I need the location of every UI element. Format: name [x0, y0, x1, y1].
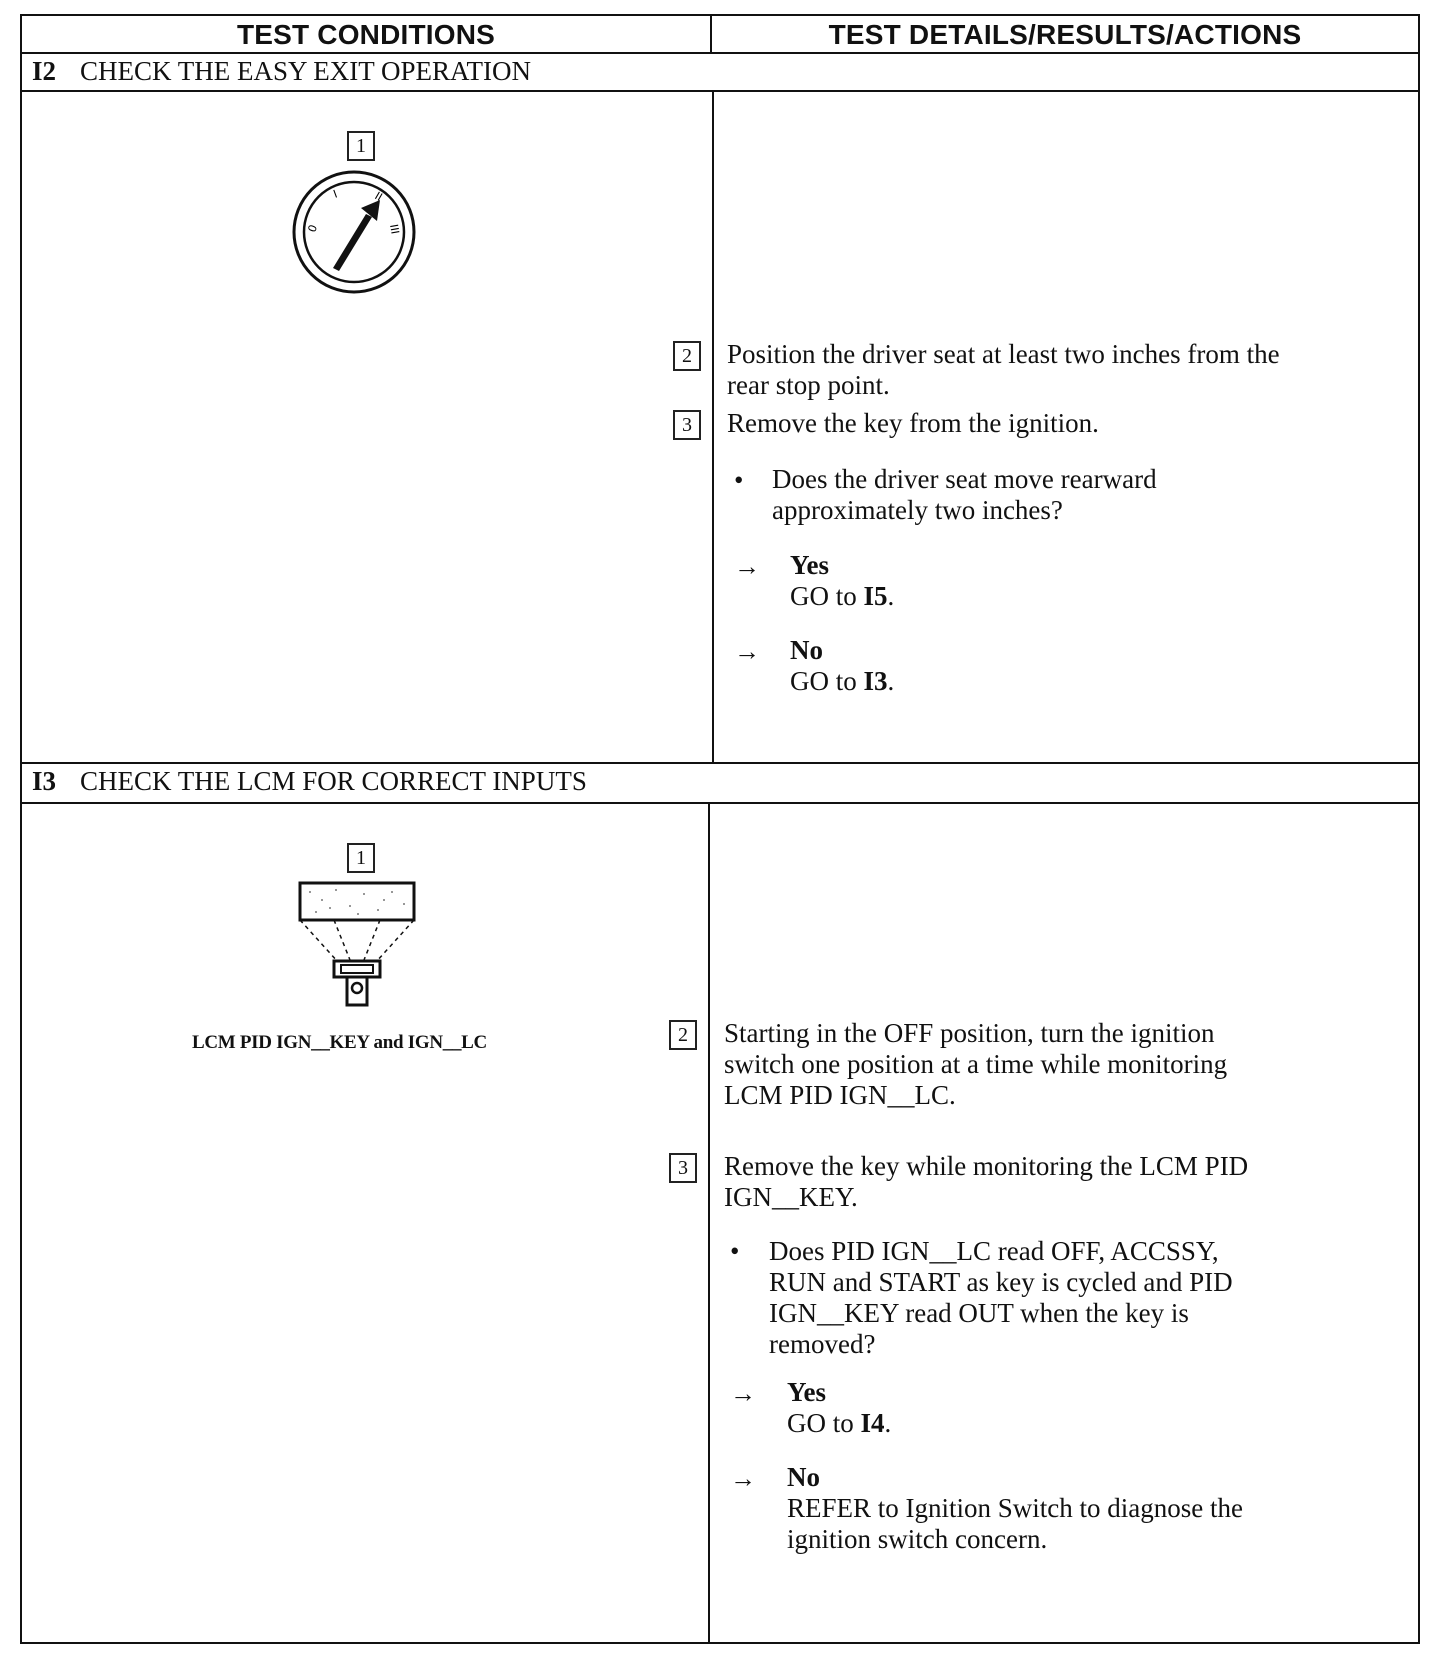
step-i3-caption: LCM PID IGN__KEY and IGN__LC	[192, 1032, 487, 1053]
step-i3-column-divider	[708, 802, 710, 1644]
step-i3-title-row: I3 CHECK THE LCM FOR CORRECT INPUTS	[32, 763, 587, 799]
step-i2-no: No GO to I3.	[790, 635, 895, 696]
step-i2-action-2: Position the driver seat at least two in…	[727, 339, 1280, 400]
step-i3-box-2: 2	[669, 1020, 697, 1050]
step-i3-no: No REFER to Ignition Switch to diagnose …	[787, 1462, 1243, 1554]
dial-label-off: 0	[305, 223, 320, 234]
step-i3-yes: Yes GO to I4.	[787, 1377, 892, 1438]
step-i2-title: CHECK THE EASY EXIT OPERATION	[80, 56, 531, 86]
step-i2-box-1: 1	[347, 131, 375, 161]
step-i3-action-2: Starting in the OFF position, turn the i…	[724, 1018, 1228, 1110]
step-i2-title-row: I2 CHECK THE EASY EXIT OPERATION	[32, 53, 531, 89]
ignition-dial-icon: 0 I II III	[292, 170, 416, 294]
arrow-right-icon: →	[730, 1379, 756, 1408]
step-i3-question: Does PID IGN__LC read OFF, ACCSSY, RUN a…	[769, 1236, 1233, 1359]
step-i3-top-divider	[22, 762, 1418, 764]
arrow-right-icon: →	[730, 1464, 756, 1493]
step-i2-box-3: 3	[673, 410, 701, 440]
dial-label-acc: I	[332, 187, 340, 200]
step-i3-box-3: 3	[669, 1153, 697, 1183]
step-i2-id: I2	[32, 56, 57, 86]
step-i3-title: CHECK THE LCM FOR CORRECT INPUTS	[80, 766, 587, 796]
bullet-icon: •	[730, 1236, 740, 1266]
header-divider	[22, 52, 1418, 54]
dial-label-start: III	[387, 223, 401, 235]
diagnostic-table: TEST CONDITIONS TEST DETAILS/RESULTS/ACT…	[20, 14, 1420, 1644]
step-i2-column-divider	[712, 90, 714, 762]
step-i2-title-divider	[22, 90, 1418, 92]
step-i2-question: Does the driver seat move rearward appro…	[772, 464, 1157, 525]
step-i2-yes: Yes GO to I5.	[790, 550, 895, 611]
step-i3-title-divider	[22, 802, 1418, 804]
bullet-icon: •	[734, 465, 744, 495]
step-i2-action-3: Remove the key from the ignition.	[727, 408, 1099, 438]
step-i2-box-2: 2	[673, 341, 701, 371]
step-i3-box-1: 1	[347, 843, 375, 873]
step-i3-id: I3	[32, 766, 57, 796]
header-test-conditions: TEST CONDITIONS	[22, 16, 712, 52]
step-i3-action-3: Remove the key while monitoring the LCM …	[724, 1151, 1249, 1212]
header-test-details: TEST DETAILS/RESULTS/ACTIONS	[828, 19, 1302, 50]
scan-tool-icon	[298, 881, 416, 1007]
arrow-right-icon: →	[734, 637, 760, 666]
arrow-right-icon: →	[734, 552, 760, 581]
